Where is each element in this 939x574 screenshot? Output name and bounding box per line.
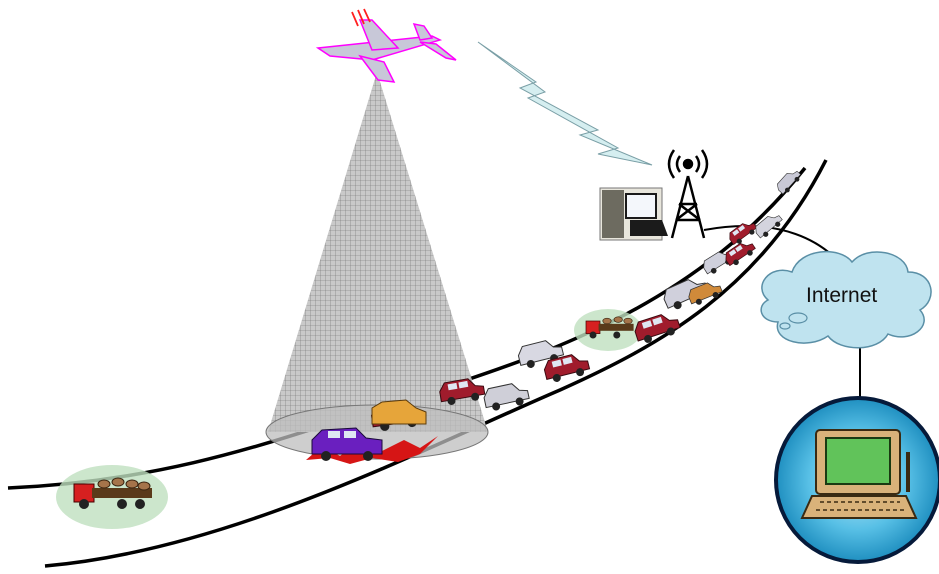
sensor-cone <box>268 72 488 432</box>
car-icon <box>775 167 803 196</box>
laptop-icon <box>600 188 668 240</box>
internet-label: Internet <box>806 284 877 308</box>
airplane-icon <box>318 9 456 82</box>
radio-link-icon <box>478 42 652 165</box>
desktop-computer-icon <box>776 398 939 562</box>
radio-tower-icon <box>669 150 707 238</box>
